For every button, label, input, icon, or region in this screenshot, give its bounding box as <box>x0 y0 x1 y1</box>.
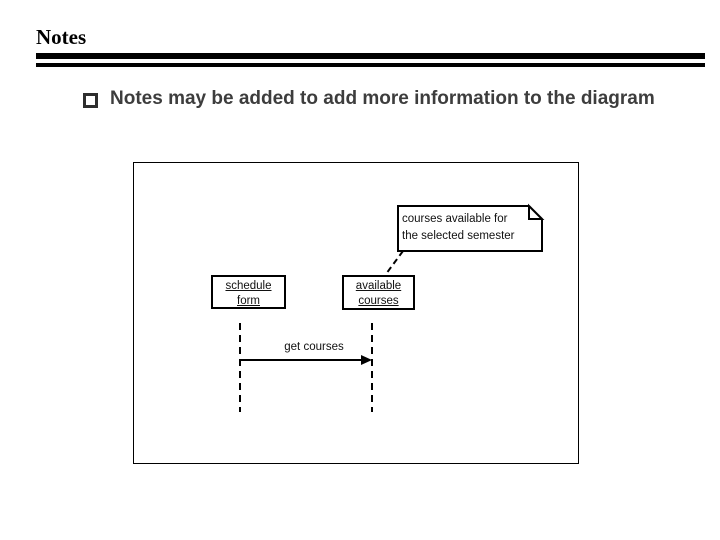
bullet-text: Notes may be added to add more informati… <box>110 88 655 109</box>
page-title: Notes <box>36 25 87 49</box>
note-text-line2: the selected semester <box>402 230 515 242</box>
bullet-square-icon <box>83 93 98 108</box>
uml-note-shape <box>397 205 543 252</box>
title-divider-thick <box>36 53 705 59</box>
object-box-schedule-form: schedule form <box>211 275 286 309</box>
note-fold-icon <box>528 203 545 220</box>
sequence-diagram-graphics <box>239 203 545 412</box>
object-box-available-courses: available courses <box>342 275 415 310</box>
uml-note-text: courses available for the selected semes… <box>399 208 544 245</box>
sequence-diagram-frame: courses available for the selected semes… <box>133 162 579 464</box>
object-label-line2: form <box>237 295 260 307</box>
title-divider-thin <box>36 63 705 67</box>
object-label-line2: courses <box>358 295 399 307</box>
object-label-line1: available <box>355 280 402 292</box>
message-arrowhead-icon <box>361 355 372 365</box>
object-label-line1: schedule <box>225 280 272 292</box>
note-text-line1: courses available for <box>402 213 508 225</box>
note-connector-line <box>385 250 404 275</box>
message-label: get courses <box>284 341 344 353</box>
